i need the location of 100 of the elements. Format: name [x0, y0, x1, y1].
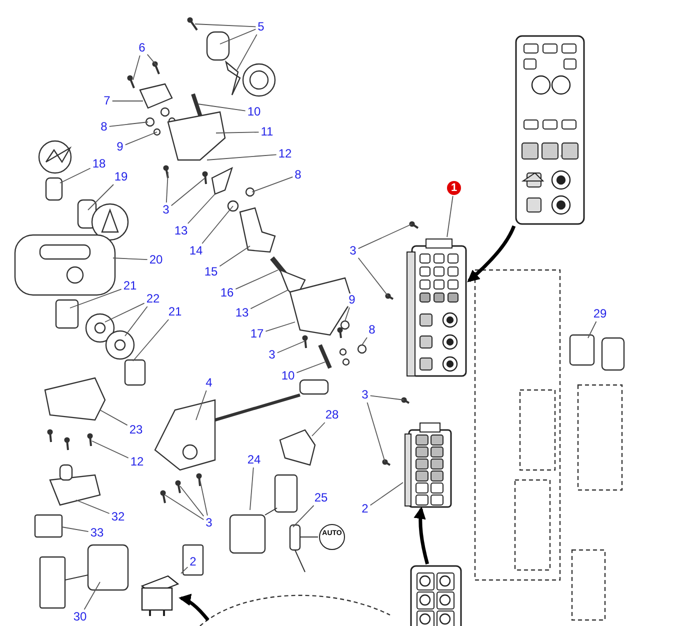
- leader-line: [358, 257, 388, 296]
- callout-number: 21: [122, 280, 138, 292]
- callout-number: 13: [173, 224, 189, 238]
- callout-number: 16: [219, 286, 235, 300]
- leader-line: [235, 270, 278, 290]
- leader-line: [180, 566, 188, 574]
- callout-number: 8: [100, 120, 108, 134]
- callout-number: 11: [260, 126, 274, 138]
- callout-number: 15: [203, 266, 219, 278]
- callout-number: 6: [138, 42, 146, 54]
- callout-number: 14: [188, 244, 204, 258]
- leader-line: [250, 467, 254, 510]
- callout-number: 4: [204, 376, 214, 390]
- leader-line: [132, 319, 170, 362]
- leader-line: [216, 132, 260, 134]
- callout-number: 9: [116, 140, 124, 154]
- leader-line: [88, 184, 114, 210]
- callout-number: 12: [277, 148, 293, 160]
- leader-line: [100, 410, 128, 426]
- callout-number: 3: [268, 348, 276, 362]
- leader-line: [166, 172, 168, 203]
- callout-number: 29: [592, 308, 608, 320]
- callout-number: 10: [280, 370, 296, 382]
- leader-line: [170, 178, 206, 206]
- leader-line: [164, 494, 204, 520]
- leader-line: [124, 306, 148, 336]
- callout-number: 12: [129, 456, 145, 468]
- leader-line: [70, 288, 122, 308]
- callout-number: 22: [145, 292, 161, 306]
- leader-line: [344, 307, 350, 322]
- leader-line: [370, 395, 404, 400]
- control-panel-drawing: [406, 238, 468, 378]
- leader-line: [370, 482, 404, 506]
- leader-line: [202, 206, 234, 244]
- leader-line: [62, 526, 89, 532]
- callout-number: 2: [188, 556, 198, 568]
- leader-line: [200, 480, 208, 516]
- leader-line: [358, 224, 412, 249]
- callout-number: 33: [89, 526, 105, 540]
- arrow: [467, 225, 516, 282]
- leader-line: [250, 290, 288, 310]
- switch-panel-drawing: [410, 565, 462, 626]
- leader-line: [296, 362, 326, 374]
- callout-number: 20: [148, 254, 164, 266]
- leader-line: [219, 246, 250, 267]
- callout-number: 8: [368, 324, 376, 336]
- leader-line: [252, 176, 294, 192]
- callout-number: 21: [167, 306, 183, 318]
- callout-number: 32: [110, 510, 126, 524]
- leader-line: [108, 122, 148, 127]
- leader-line: [312, 422, 326, 436]
- callout-number: 1: [447, 181, 461, 195]
- callout-number: 30: [72, 610, 88, 624]
- leader-line: [112, 258, 148, 260]
- callout-number: 17: [249, 328, 265, 340]
- leader-line: [76, 500, 110, 514]
- callout-number: 25: [313, 492, 329, 504]
- leader-line: [146, 54, 158, 66]
- callout-number: 13: [234, 306, 250, 320]
- leader-line: [198, 104, 246, 112]
- callout-number: 3: [360, 388, 370, 402]
- leader-line: [180, 486, 204, 517]
- leader-line: [60, 168, 91, 184]
- leader-line: [132, 55, 140, 80]
- leader-line: [112, 100, 144, 102]
- callout-number: 24: [246, 454, 262, 466]
- leader-line: [92, 440, 129, 458]
- leader-line: [206, 154, 277, 160]
- callout-number: 3: [204, 516, 214, 530]
- arrow: [414, 506, 430, 564]
- callout-number: 10: [246, 106, 262, 118]
- callout-number: 3: [348, 244, 358, 258]
- callout-number: 23: [128, 424, 144, 436]
- callout-number: 7: [102, 94, 112, 108]
- leader-line: [276, 340, 306, 354]
- callout-number: 19: [113, 170, 129, 184]
- leader-line: [124, 132, 158, 146]
- callout-number: 3: [162, 204, 170, 216]
- arrow: [178, 594, 210, 622]
- leader-line: [366, 402, 386, 462]
- leader-line: [196, 390, 207, 420]
- leader-line: [194, 24, 256, 28]
- leader-line: [588, 321, 597, 338]
- leader-line: [446, 196, 454, 238]
- leader-line: [265, 322, 296, 332]
- callout-number: 2: [360, 502, 370, 516]
- callout-number: 9: [348, 294, 356, 306]
- callout-number: 8: [294, 168, 302, 182]
- leader-line: [362, 337, 368, 346]
- leader-line: [220, 28, 256, 44]
- callout-number: 28: [324, 408, 340, 422]
- leader-line: [104, 302, 145, 322]
- control-panel-drawing: [515, 35, 585, 225]
- callout-number: 18: [91, 158, 107, 170]
- leader-line: [236, 34, 258, 70]
- leader-line: [187, 194, 216, 224]
- callout-number: 5: [256, 20, 266, 34]
- leader-line: [84, 582, 100, 610]
- leader-line: [292, 505, 314, 528]
- switch-panel-drawing: [404, 422, 452, 508]
